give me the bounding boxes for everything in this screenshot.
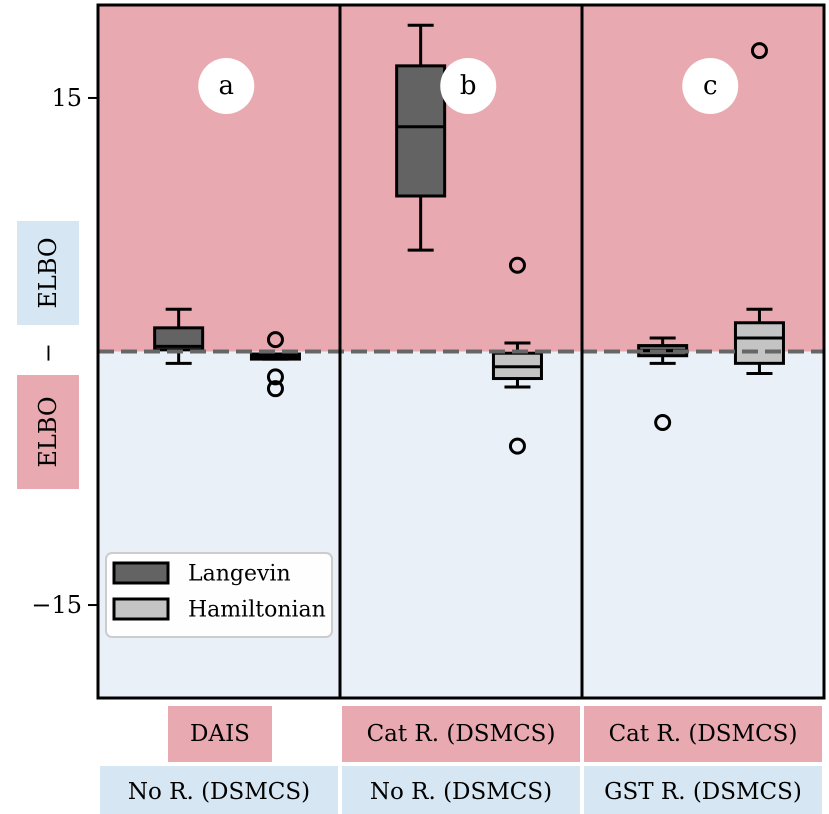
- panel-b: b: [395, 23, 543, 455]
- panel-a: a: [153, 58, 301, 398]
- box-iqr: [395, 64, 447, 198]
- ylabel-separator: −: [34, 343, 62, 363]
- legend-label-hamiltonian: Hamiltonian: [188, 598, 326, 623]
- box-hamiltonian: [733, 42, 785, 375]
- x-label-bottom-bg: [584, 766, 822, 814]
- x-label-bottom: No R. (DSMCS): [128, 779, 310, 805]
- box-langevin: [395, 23, 447, 252]
- panel-label: b: [460, 71, 477, 101]
- ylabel-lower: ELBO: [34, 396, 62, 467]
- x-label-bottom: GST R. (DSMCS): [604, 779, 802, 805]
- ylabel-lower-bg: [17, 375, 79, 489]
- outlier-point: [508, 256, 526, 274]
- outlier-point: [750, 42, 768, 60]
- panel-label: c: [703, 71, 718, 101]
- legend-label-langevin: Langevin: [188, 562, 291, 587]
- x-label-bottom: No R. (DSMCS): [370, 779, 552, 805]
- ylabel-upper: ELBO: [34, 237, 62, 308]
- legend-swatch-hamiltonian: [112, 597, 170, 621]
- x-label-top-bg: [168, 706, 272, 762]
- negative-region: [98, 351, 824, 698]
- box-iqr: [733, 321, 785, 365]
- y-tick-label: 15: [51, 84, 82, 112]
- y-tick-label: −15: [31, 591, 82, 619]
- positive-region: [98, 5, 824, 352]
- outlier-point: [654, 413, 672, 431]
- outlier-point: [266, 380, 284, 398]
- plot-frame: [96, 3, 826, 700]
- panel-label: a: [219, 71, 235, 101]
- outlier-point: [266, 331, 284, 349]
- legend-swatch-langevin: [112, 561, 170, 585]
- x-label-top: DAIS: [190, 721, 250, 747]
- panel-badge: [198, 58, 255, 114]
- x-label-top-bg: [584, 706, 822, 762]
- panel-badge: [682, 58, 739, 114]
- x-label-bottom-bg: [342, 766, 580, 814]
- x-label-bottom-bg: [100, 766, 338, 814]
- box-hamiltonian: [491, 256, 543, 455]
- box-hamiltonian: [249, 331, 301, 398]
- panel-badge: [440, 58, 497, 114]
- outlier-point: [266, 368, 284, 386]
- outlier-point: [508, 437, 526, 455]
- ylabel-upper-bg: [17, 221, 79, 325]
- x-label-top: Cat R. (DSMCS): [609, 721, 798, 747]
- x-label-top: Cat R. (DSMCS): [367, 721, 556, 747]
- x-label-top-bg: [342, 706, 580, 762]
